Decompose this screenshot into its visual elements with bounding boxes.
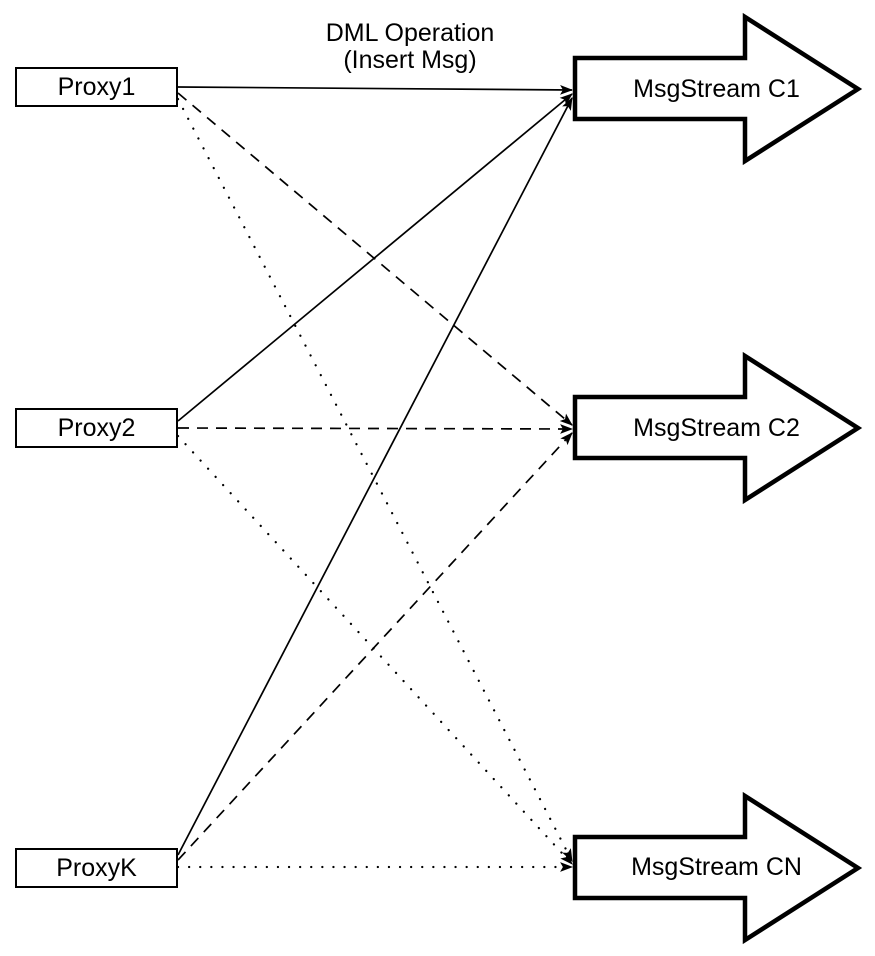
proxy2-node: Proxy2 [15, 408, 178, 448]
msgstream-c1-arrow-shape [572, 12, 863, 166]
edge-proxy2-to-msgstream-c2 [177, 424, 574, 434]
edge-proxyk-to-msgstream-c2 [177, 432, 573, 861]
proxyk-node: ProxyK [15, 848, 178, 888]
edge-proxy2-to-msgstream-c1 [177, 93, 573, 422]
edge-proxy1-to-msgstream-c2 [177, 92, 573, 426]
proxy1-label: Proxy1 [57, 72, 136, 101]
proxyk-label: ProxyK [56, 853, 137, 882]
edge-proxyk-to-msgstream-c1 [177, 97, 573, 856]
edge-proxy2-to-msgstream-cn [176, 434, 574, 866]
proxy2-label: Proxy2 [57, 413, 136, 442]
msgstream-c2-arrow-shape [572, 351, 863, 505]
msgstream-cn-arrow-shape [572, 791, 863, 945]
proxy1-node: Proxy1 [15, 67, 178, 107]
edge-proxy1-to-msgstream-c1 [177, 85, 574, 95]
dml-operation-label: DML Operation (Insert Msg) [270, 20, 550, 74]
dml-operation-label-line2: (Insert Msg) [343, 46, 477, 74]
dml-operation-label-line1: DML Operation [325, 19, 495, 47]
